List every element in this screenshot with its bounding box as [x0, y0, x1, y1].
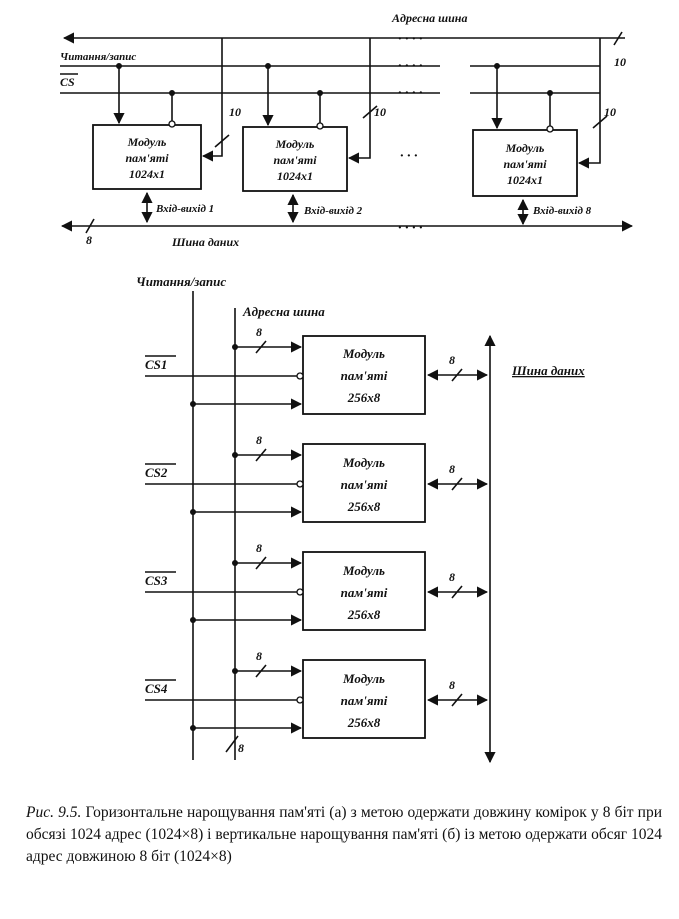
- module-a3-line1: Модуль: [505, 141, 545, 155]
- ellipsis-a4: · · ·: [400, 149, 418, 164]
- module-a3: Модуль пам'яті 1024x1 10 Вхід-вихід 8: [472, 38, 616, 226]
- module-box-b2: [302, 443, 426, 523]
- caption-prefix: Рис. 9.5.: [26, 804, 82, 821]
- address-bus-label-a: Адресна шина: [391, 11, 467, 25]
- cs-bubble-a3: [546, 125, 554, 133]
- address-width-a: 10: [614, 55, 626, 69]
- module-a2: Модуль пам'яті 1024x1 10 Вхід-вихід 2: [242, 38, 386, 224]
- addr-drop-a2: [347, 38, 371, 164]
- module-b4-line2: пам'яті: [341, 693, 388, 708]
- module-box-b4: [302, 659, 426, 739]
- module-b4: Модуль пам'яті 256x8 8 CS4 8: [145, 649, 489, 739]
- data-bus-width-a: 8: [86, 233, 92, 247]
- module-a3-line3: 1024x1: [507, 173, 543, 187]
- data-width-b4: 8: [449, 678, 455, 692]
- addr-width-b3: 8: [256, 541, 262, 555]
- diagram-vertical-expansion: Читання/запис Адресна шина 8 Шина даних …: [136, 274, 585, 764]
- cs-bubble-b1: [296, 372, 304, 380]
- cs-label-b2: CS2: [145, 465, 168, 480]
- module-box-b3: [302, 551, 426, 631]
- figure-caption: Рис. 9.5. Горизонтальне нарощування пам'…: [26, 802, 662, 868]
- module-a1-line1: Модуль: [127, 135, 167, 149]
- data-bus-label-a: Шина даних: [171, 235, 239, 249]
- addr-drop-a3: [577, 38, 601, 169]
- module-box-a3: [472, 129, 578, 197]
- module-box-b1: [302, 335, 426, 415]
- io-label-a1: Вхід-вихід 1: [155, 203, 214, 215]
- io-label-a3: Вхід-вихід 8: [532, 205, 592, 217]
- cs-bubble-b2: [296, 480, 304, 488]
- module-b2-line3: 256x8: [347, 499, 381, 514]
- module-b1: Модуль пам'яті 256x8 8 CS1 8: [145, 325, 489, 415]
- data-tick-b1: [451, 368, 463, 382]
- data-bus-tick-a: [85, 218, 95, 234]
- cs-label-b3: CS3: [145, 573, 168, 588]
- ellipsis-a1: · · · ·: [398, 59, 423, 74]
- rw-label-a: Читання/запис: [60, 51, 136, 63]
- memory-expansion-diagram: Адресна шина 10 Читання/запис CS · · · ·…: [60, 11, 634, 764]
- cs-bubble-a1: [168, 120, 176, 128]
- cs-label-a: CS: [60, 75, 75, 89]
- addr-tick-b2: [255, 448, 267, 462]
- module-box-a2: [242, 126, 348, 192]
- module-b1-line3: 256x8: [347, 390, 381, 405]
- module-b3-line1: Модуль: [342, 563, 385, 578]
- rw-label-b: Читання/запис: [136, 274, 226, 289]
- address-bus-width-b: 8: [238, 741, 244, 755]
- addr-width-a1: 10: [229, 105, 241, 119]
- module-b2-line1: Модуль: [342, 455, 385, 470]
- module-a3-line2: пам'яті: [503, 157, 547, 171]
- data-width-b3: 8: [449, 570, 455, 584]
- data-width-b2: 8: [449, 462, 455, 476]
- cs-bubble-b3: [296, 588, 304, 596]
- module-b2: Модуль пам'яті 256x8 8 CS2 8: [145, 433, 489, 523]
- module-b3-line3: 256x8: [347, 607, 381, 622]
- io-label-a2: Вхід-вихід 2: [303, 205, 363, 217]
- module-b4-line1: Модуль: [342, 671, 385, 686]
- module-b4-line3: 256x8: [347, 715, 381, 730]
- cs-label-b1: CS1: [145, 357, 167, 372]
- addr-width-a2: 10: [374, 105, 386, 119]
- module-a2-line3: 1024x1: [277, 169, 313, 183]
- address-bus-tick-b: [225, 735, 239, 753]
- module-a1: Модуль пам'яті 1024x1 10 Вхід-вихід 1: [92, 38, 241, 224]
- caption-text: Горизонтальне нарощування пам'яті (а) з …: [26, 804, 663, 865]
- module-box-a1: [92, 124, 202, 190]
- data-width-b1: 8: [449, 353, 455, 367]
- module-b1-line1: Модуль: [342, 346, 385, 361]
- module-b1-line2: пам'яті: [341, 368, 388, 383]
- addr-width-b1: 8: [256, 325, 262, 339]
- addr-tick-b3: [255, 556, 267, 570]
- ellipsis-a5: · · · ·: [398, 221, 423, 236]
- cs-bubble-b4: [296, 696, 304, 704]
- diagram-horizontal-expansion: Адресна шина 10 Читання/запис CS · · · ·…: [60, 11, 634, 249]
- addr-tick-a2: [362, 105, 378, 119]
- ellipsis-a2: · · · ·: [398, 86, 423, 101]
- module-a2-line2: пам'яті: [273, 153, 317, 167]
- addr-width-b4: 8: [256, 649, 262, 663]
- module-b3-line2: пам'яті: [341, 585, 388, 600]
- module-b2-line2: пам'яті: [341, 477, 388, 492]
- cs-bubble-a2: [316, 122, 324, 130]
- ellipsis-a3: · · · ·: [398, 32, 423, 47]
- addr-tick-b1: [255, 340, 267, 354]
- module-a1-line3: 1024x1: [129, 167, 165, 181]
- addr-drop-a1: [201, 38, 223, 162]
- data-bus-label-b: Шина даних: [511, 363, 585, 378]
- addr-tick-a1: [214, 134, 230, 148]
- addr-width-b2: 8: [256, 433, 262, 447]
- addr-tick-a3: [592, 115, 608, 129]
- address-bus-tick-a: [613, 31, 623, 46]
- data-tick-b4: [451, 693, 463, 707]
- data-tick-b3: [451, 585, 463, 599]
- data-tick-b2: [451, 477, 463, 491]
- module-a1-line2: пам'яті: [125, 151, 169, 165]
- module-b3: Модуль пам'яті 256x8 8 CS3 8: [145, 541, 489, 631]
- module-a2-line1: Модуль: [275, 137, 315, 151]
- cs-label-b4: CS4: [145, 681, 168, 696]
- addr-tick-b4: [255, 664, 267, 678]
- addr-width-a3: 10: [604, 105, 616, 119]
- address-bus-label-b: Адресна шина: [242, 304, 325, 319]
